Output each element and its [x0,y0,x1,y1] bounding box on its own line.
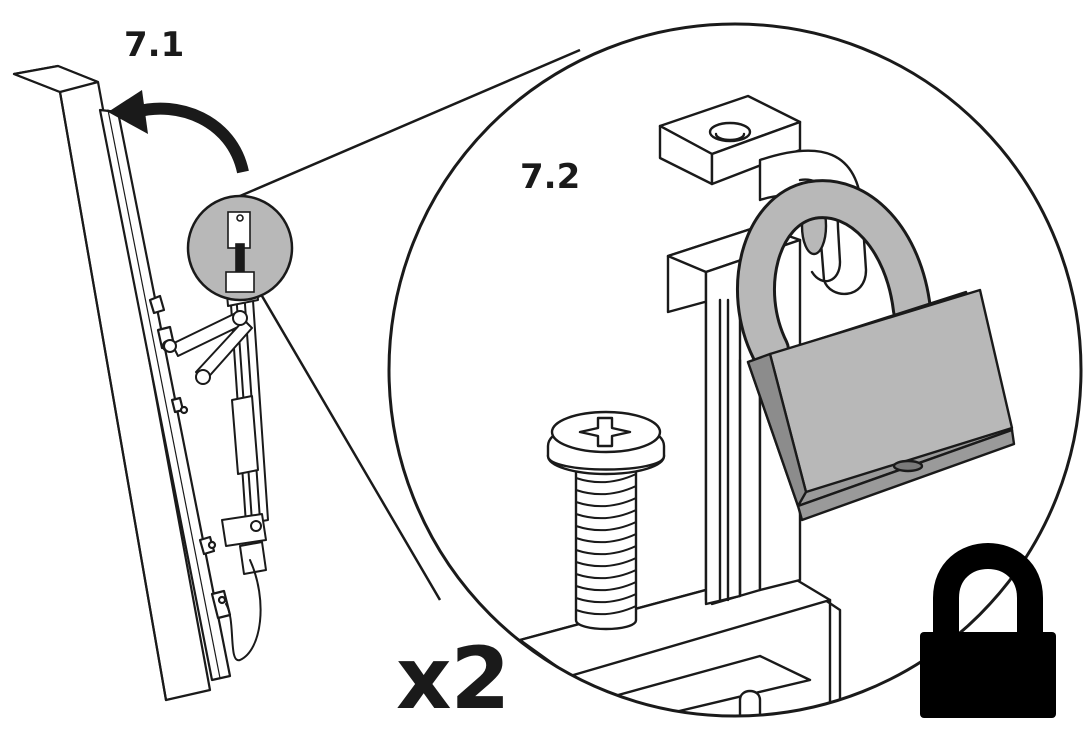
padlock-body [746,288,1016,522]
screw [546,410,666,631]
step-7-1-label: 7.1 [124,25,185,65]
curved-arrow-icon [108,90,249,174]
step-7-2-label: 7.2 [520,157,581,197]
padlock-shackle [736,179,932,370]
detail-callout-large-circle [387,22,1083,718]
wall-mounted-unit [12,64,232,702]
zoom-lines [239,48,581,601]
quantity-label: x2 [396,629,510,729]
padlock-icon [920,543,1056,718]
detail-callout-small-circle [186,194,294,302]
